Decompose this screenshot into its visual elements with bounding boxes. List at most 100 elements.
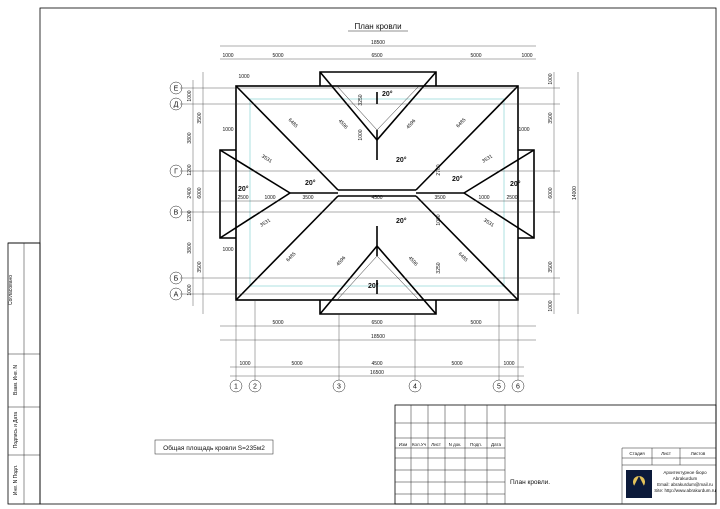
dim-lo-2: 3800 xyxy=(187,132,193,143)
sheet-title: План кровли. xyxy=(510,479,550,486)
slope-bottom-ridge: 20° xyxy=(396,217,407,225)
dim-corner-2: 1000 xyxy=(222,127,233,133)
title-block: Изм Кол.Уч Лист N док. Подп. Дата Стадия… xyxy=(394,404,717,505)
axis-V: В xyxy=(174,210,179,217)
hip-len-3: 6485 xyxy=(285,251,297,263)
dim-mid-5: 3500 xyxy=(434,195,445,201)
hip-len-1: 6485 xyxy=(287,117,299,129)
axis-4: 4 xyxy=(413,384,417,391)
slope-right-gable: 20° xyxy=(510,180,521,188)
stamp-date: Дата xyxy=(491,442,501,447)
stamp-sheets: Листов xyxy=(691,451,706,456)
dim-vi-1: 3250 xyxy=(358,94,364,105)
dim-mid-2: 1000 xyxy=(264,195,275,201)
dim-b2-3: 4500 xyxy=(371,361,382,367)
stamp-ndoc: N док. xyxy=(449,442,462,447)
axis-5: 5 xyxy=(497,384,501,391)
dim-right-3: 6000 xyxy=(548,187,554,198)
axis-D: Д xyxy=(174,102,179,109)
slope-bottom: 20° xyxy=(368,282,379,290)
stamp-sheet: Лист xyxy=(661,451,671,456)
axis-letters: Е Д Г В Б А xyxy=(169,81,183,301)
axis-1: 1 xyxy=(234,384,238,391)
company-line-2: Abrakurdum xyxy=(673,476,698,481)
dim-right-total: 14000 xyxy=(572,186,578,200)
company-line-1: Архитектурное бюро xyxy=(663,470,707,475)
slope-left: 20° xyxy=(305,179,316,187)
dim-vi-2: 3250 xyxy=(436,262,442,273)
axis-6: 6 xyxy=(516,384,520,391)
short-hip-3: 3531 xyxy=(259,218,272,229)
dim-lo-6: 3800 xyxy=(187,242,193,253)
hip-len-4: 6485 xyxy=(457,251,469,263)
dim-mid-7: 2500 xyxy=(506,195,517,201)
axis-3: 3 xyxy=(337,384,341,391)
dim-b2-4: 5000 xyxy=(451,361,462,367)
sidebar-sign-date: Подпись и Дата xyxy=(13,412,19,449)
slope-right: 20° xyxy=(452,175,463,183)
dim-right-2: 3500 xyxy=(548,112,554,123)
drawing-title: План кровли xyxy=(354,22,401,31)
roof-outline xyxy=(235,85,519,301)
dim-left-4: 3500 xyxy=(197,261,203,272)
dim-lo-3: 1200 xyxy=(187,164,193,175)
slope-left-gable: 20° xyxy=(238,185,249,193)
axis-B: Б xyxy=(174,276,179,283)
ridge-len-3: 4596 xyxy=(335,255,347,267)
sidebar-inv-no: Взам. Инв. N xyxy=(13,365,19,395)
short-hip-1: 3531 xyxy=(260,154,273,165)
company-logo xyxy=(626,470,652,498)
dim-bottom-1: 5000 xyxy=(272,320,283,326)
sidebar-approved: Согласовано xyxy=(8,275,14,305)
dim-b2-1: 1000 xyxy=(239,361,250,367)
dim-vi-5: 1000 xyxy=(436,214,442,225)
ridge-len-2: 4596 xyxy=(405,118,417,130)
dim-lo-1: 1000 xyxy=(187,90,193,101)
dim-corner-3: 1000 xyxy=(222,247,233,253)
dim-lo-4: 2400 xyxy=(187,187,193,198)
dim-right-4: 3500 xyxy=(548,261,554,272)
dim-mid-4: 4500 xyxy=(371,195,382,201)
dim-top-3: 6500 xyxy=(371,53,382,59)
axis-numbers: 1 2 3 4 5 6 xyxy=(229,379,525,393)
dim-mid-1: 2500 xyxy=(237,195,248,201)
sidebar-inv-podl: Инв. N Подл. xyxy=(13,465,19,495)
dim-top-5: 1000 xyxy=(521,53,532,59)
company-line-3: Email: abrakurdum@mail.ru xyxy=(657,482,713,487)
dim-left-3: 6000 xyxy=(197,187,203,198)
axis-G: Г xyxy=(174,169,178,176)
dim-bottom-total: 18500 xyxy=(371,334,385,340)
dim-corner-4: 1000 xyxy=(518,127,529,133)
area-note: Общая площадь кровли S=235м2 xyxy=(163,444,265,452)
axis-E: Е xyxy=(174,86,179,93)
stamp-izm: Изм xyxy=(399,442,407,447)
dim-vi-4: 2700 xyxy=(436,164,442,175)
short-hip-4: 3531 xyxy=(482,218,495,229)
dim-vi-3: 1000 xyxy=(358,129,364,140)
ridge-len-1: 4596 xyxy=(337,118,349,130)
dim-top-4: 5000 xyxy=(470,53,481,59)
dim-top-2: 5000 xyxy=(272,53,283,59)
stamp-list: Лист xyxy=(431,442,441,447)
sheet-frame xyxy=(39,7,717,505)
company-line-4: Site: http://www.abrakurdum.ru xyxy=(654,488,716,493)
dim-right-5: 1000 xyxy=(548,300,554,311)
hip-len-2: 6485 xyxy=(455,117,467,129)
dim-bottom-total2: 16500 xyxy=(370,370,384,376)
dim-lo-7: 1000 xyxy=(187,284,193,295)
dim-left-2: 3500 xyxy=(197,112,203,123)
axis-A: А xyxy=(174,292,179,299)
stamp-podp: Подп. xyxy=(470,442,482,447)
stamp-stage: Стадия xyxy=(629,451,645,456)
dim-corner-1: 1000 xyxy=(238,74,249,80)
stamp-kol: Кол.Уч xyxy=(412,442,427,447)
ridge-len-4: 4596 xyxy=(407,255,419,267)
dim-b2-2: 5000 xyxy=(291,361,302,367)
dim-top-total: 18500 xyxy=(371,40,385,46)
dim-mid-3: 3500 xyxy=(302,195,313,201)
dim-right-1: 1000 xyxy=(548,73,554,84)
slope-top: 20° xyxy=(382,90,393,98)
slope-top-ridge: 20° xyxy=(396,156,407,164)
area-note-box xyxy=(154,439,274,455)
